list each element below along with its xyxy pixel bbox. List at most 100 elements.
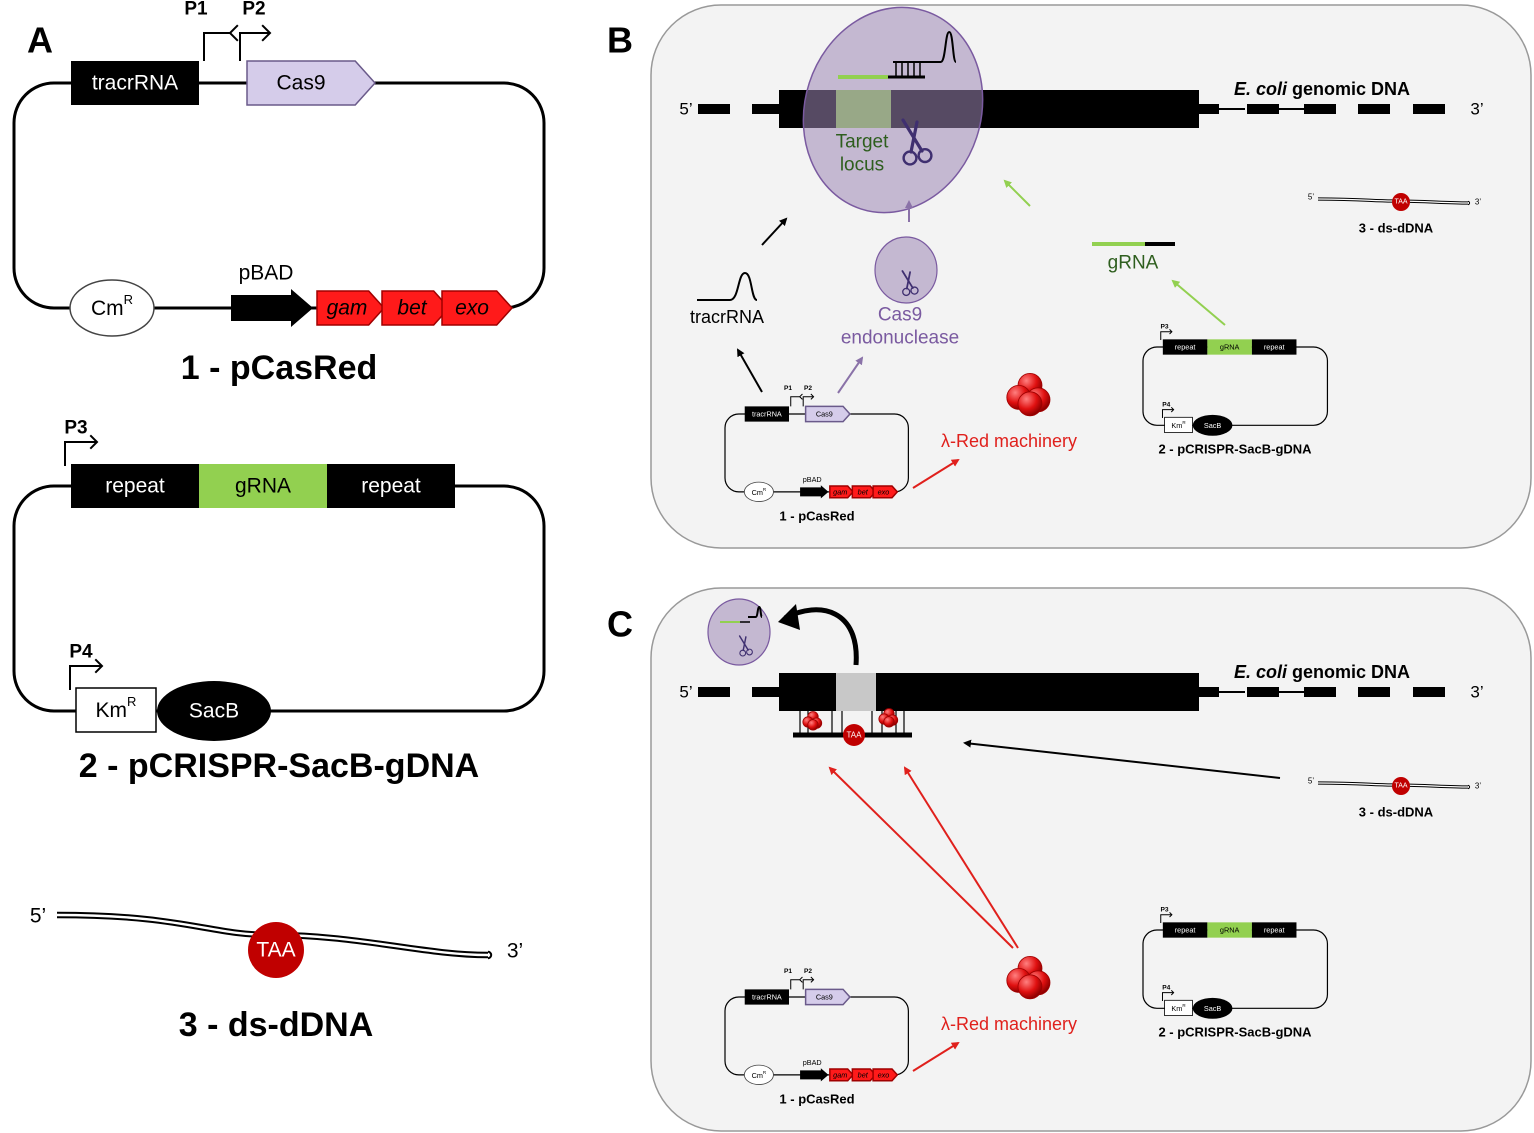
bet-label: bet xyxy=(858,487,869,496)
gam-gene xyxy=(829,1068,855,1082)
3-prime-label: 3’ xyxy=(1475,198,1481,207)
red-to-locus-arrow-1 xyxy=(828,766,1014,949)
protein-cluster-icon xyxy=(878,708,899,728)
grna-spacer xyxy=(199,464,327,508)
red-to-locus-arrow-2 xyxy=(903,766,1019,949)
scissor-handle xyxy=(902,150,918,166)
taa-codon xyxy=(1392,193,1410,211)
promoter-arrow-icon xyxy=(94,658,104,674)
pbad-label: pBAD xyxy=(803,1058,822,1067)
repeat-2 xyxy=(1251,922,1297,938)
taa-codon xyxy=(1392,777,1410,795)
dash xyxy=(1199,104,1219,114)
pcrispr-title: 2 - pCRISPR-SacB-gDNA xyxy=(79,747,479,785)
dash xyxy=(1199,687,1219,697)
genome-label: E. coli genomic DNA xyxy=(1234,79,1410,99)
promoter-line xyxy=(802,979,814,990)
grna-spacer xyxy=(1207,922,1252,938)
promoter-line xyxy=(64,441,97,466)
plasmid2-to-grna-arrow xyxy=(1171,279,1226,326)
cas9-grna-complex xyxy=(802,6,984,214)
p3-label: P3 xyxy=(1161,906,1169,913)
scissors-icon xyxy=(901,270,919,297)
dna-cap xyxy=(1467,200,1471,206)
p3-label: P3 xyxy=(64,418,87,439)
promoter-line xyxy=(1160,914,1172,924)
promoter-p2 xyxy=(802,393,815,407)
promoter-p2 xyxy=(239,24,272,61)
release-arrow-head xyxy=(778,604,800,630)
repeat-2-label: repeat xyxy=(1264,343,1285,352)
grna-to-complex-arrow xyxy=(1003,179,1031,207)
tracrrna-label: tracrRNA xyxy=(752,410,782,419)
dna-cap xyxy=(487,950,493,960)
edited-region xyxy=(836,673,876,711)
dash xyxy=(1247,687,1279,697)
bet-label: bet xyxy=(858,1070,869,1079)
ds-ddna-title: 3 - ds-dDNA xyxy=(1359,221,1434,236)
genome-label: E. coli genomic DNA xyxy=(1234,662,1410,682)
cm-label: CmR xyxy=(91,292,133,320)
promoter-p3 xyxy=(64,434,99,466)
target-label-1: Target xyxy=(836,132,890,153)
cm-label: CmR xyxy=(752,1069,767,1079)
dash xyxy=(698,104,730,114)
genome-label-rest: genomic DNA xyxy=(1287,79,1410,99)
scissor-blade xyxy=(738,635,749,651)
panel-c-letter: C xyxy=(607,604,633,645)
promoter-p2 xyxy=(802,976,815,990)
scissor-handle xyxy=(739,649,747,657)
promoter-p1 xyxy=(790,976,803,990)
p1-label: P1 xyxy=(184,0,208,20)
km-resistance-gene xyxy=(1164,416,1193,434)
promoter-line xyxy=(1161,409,1174,418)
promoter-arrow-icon xyxy=(1169,328,1173,335)
pbad-promoter xyxy=(231,289,313,327)
taa-label: TAA xyxy=(256,939,295,962)
rna-hairpin-icon xyxy=(697,271,758,301)
repeat-1-label: repeat xyxy=(1175,343,1196,352)
grna-spacer xyxy=(1207,339,1252,355)
km-label-sup: R xyxy=(1182,419,1186,424)
promoter-line xyxy=(239,32,270,61)
sacb-label: SacB xyxy=(189,700,239,723)
cell-background xyxy=(650,587,1532,1132)
cm-label-sup: R xyxy=(763,486,767,491)
p4-label: P4 xyxy=(69,642,93,663)
pcrispr-small-title: 2 - pCRISPR-SacB-gDNA xyxy=(1158,1025,1312,1040)
cm-resistance-marker xyxy=(743,481,774,502)
promoter-arrow-icon xyxy=(261,24,272,42)
promoter-arrow-icon xyxy=(1169,911,1173,918)
cas9-label: Cas9 xyxy=(816,410,833,419)
taa-label: TAA xyxy=(1394,199,1407,206)
promoter-line xyxy=(790,979,800,990)
protein-subunit xyxy=(883,716,895,728)
dash xyxy=(1304,104,1336,114)
panel-a-letter: A xyxy=(27,20,53,61)
repeat-2-label: repeat xyxy=(361,475,421,498)
rna-hairpin-icon xyxy=(922,30,957,63)
repeat-1-label: repeat xyxy=(105,475,165,498)
grna-label: gRNA xyxy=(1220,926,1240,935)
dash xyxy=(752,687,780,697)
p1-label: P1 xyxy=(784,385,792,392)
dash xyxy=(1413,104,1445,114)
taa-codon xyxy=(248,922,304,978)
km-resistance-gene xyxy=(75,687,157,733)
genome-5-prime: 5’ xyxy=(679,683,692,702)
promoter-arrow-icon xyxy=(1170,989,1175,996)
cm-label-main: Cm xyxy=(752,487,763,496)
cas9-label: Cas9 xyxy=(276,72,325,95)
gam-label: gam xyxy=(327,297,368,320)
target-label-2: locus xyxy=(840,155,884,176)
tracrrna-label: tracrRNA xyxy=(690,307,764,327)
